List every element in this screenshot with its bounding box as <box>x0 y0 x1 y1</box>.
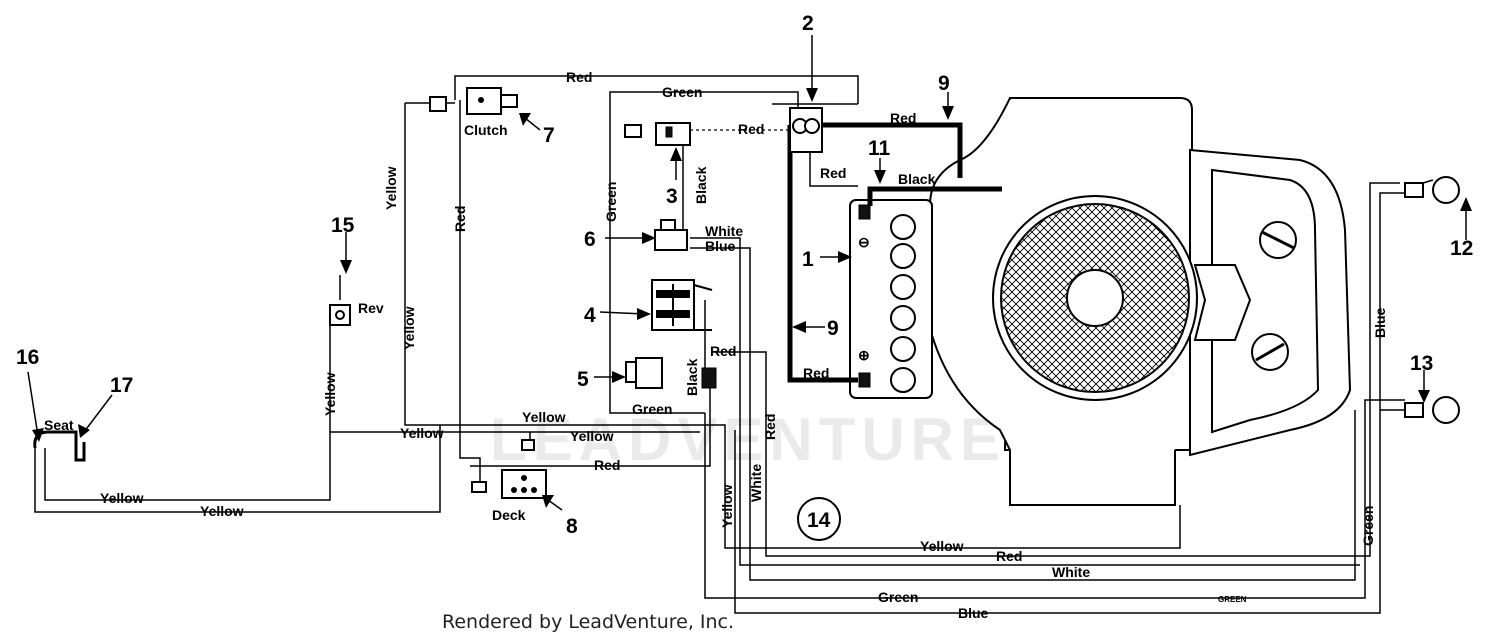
engine <box>918 97 1352 506</box>
clutch-switch <box>429 87 518 115</box>
label-yellow-vert-2: Yellow <box>401 306 417 350</box>
label-red-cable: Red <box>890 110 916 126</box>
label-red-key: Red <box>738 121 764 137</box>
seat-switch <box>33 430 86 462</box>
callout-11: 11 <box>868 137 891 160</box>
cable-red-thick <box>812 122 963 178</box>
module-4 <box>651 279 713 331</box>
headlight-12 <box>1404 176 1460 204</box>
starter-solenoid <box>772 103 858 153</box>
callout-3: 3 <box>666 185 678 208</box>
headlight-13 <box>1404 396 1460 424</box>
callout-13: 13 <box>1410 352 1433 375</box>
label-green-mid: Green <box>632 401 672 417</box>
label-white-6: White <box>705 223 743 239</box>
label-yellow-vert-3: Yellow <box>322 372 338 416</box>
label-deck: Deck <box>492 507 526 523</box>
label-red-battery: Red <box>803 365 829 381</box>
label-green-bottom: Green <box>878 589 918 605</box>
harness-wires <box>34 75 1405 614</box>
deck-switch <box>471 439 547 499</box>
callout-17: 17 <box>110 374 133 397</box>
label-red-deck: Red <box>594 457 620 473</box>
label-seat: Seat <box>44 417 74 433</box>
callout-12: 12 <box>1450 237 1473 260</box>
svg-text:⊕: ⊕ <box>858 347 870 363</box>
callout-9-top: 9 <box>938 72 950 95</box>
label-red-vert-2: Red <box>762 414 778 440</box>
label-yellow-bottom-2: Yellow <box>200 503 244 519</box>
rev-switch <box>329 275 351 326</box>
callout-1: 1 <box>802 248 814 271</box>
label-yellow-vert-4: Yellow <box>719 484 735 528</box>
label-red-vert: Red <box>452 206 468 232</box>
label-blue-vert: Blue <box>1372 307 1388 338</box>
label-yellow-bottom-1: Yellow <box>100 490 144 506</box>
callout-14: 14 <box>807 509 831 532</box>
callout-6: 6 <box>584 228 596 251</box>
label-yellow-engine: Yellow <box>920 538 964 554</box>
sensor-5 <box>625 357 717 389</box>
label-white-vert: White <box>748 464 764 502</box>
watermark-text: LEADVENTURE <box>490 406 1006 473</box>
callout-16: 16 <box>16 346 39 369</box>
label-blue-6: Blue <box>705 238 736 254</box>
callout-8: 8 <box>566 515 578 538</box>
callout-9-side: 9 <box>827 317 839 340</box>
battery: ⊖ ⊕ <box>849 199 933 399</box>
label-green-top: Green <box>662 84 702 100</box>
callout-15: 15 <box>331 214 355 237</box>
label-black-vert-2: Black <box>684 358 700 396</box>
callout-4: 4 <box>584 304 596 327</box>
label-red-solenoid: Red <box>820 165 846 181</box>
label-rev: Rev <box>358 300 384 316</box>
switch-6 <box>654 219 688 251</box>
callout-5: 5 <box>577 368 589 391</box>
label-green-vert-2: Green <box>1360 506 1376 546</box>
svg-text:⊖: ⊖ <box>858 234 870 250</box>
callout-arrows <box>27 35 1472 511</box>
ignition-key-switch <box>624 122 691 146</box>
credit-text: Rendered by LeadVenture, Inc. <box>442 611 734 633</box>
label-blue-bottom: Blue <box>958 605 989 621</box>
label-yellow-seat: Yellow <box>400 425 444 441</box>
label-red-5: Red <box>710 343 736 359</box>
callout-numbers: 1 2 3 4 5 6 7 8 9 9 11 12 13 14 15 16 17 <box>16 12 1473 538</box>
cable-black-ground <box>867 186 1002 206</box>
label-green-caps: GREEN <box>1218 595 1247 604</box>
label-yellow-vert-1: Yellow <box>383 166 399 210</box>
label-red-top: Red <box>566 69 592 85</box>
label-yellow-deck: Yellow <box>570 428 614 444</box>
cable-red-battery <box>787 125 858 383</box>
label-red-engine: Red <box>996 548 1022 564</box>
label-black-vert-1: Black <box>693 166 709 204</box>
wire-labels: Red Green Red Red Red Black White Blue R… <box>44 69 1388 621</box>
callout-2: 2 <box>802 12 814 35</box>
label-clutch: Clutch <box>464 122 508 138</box>
label-black-ground: Black <box>898 171 936 187</box>
callout-14-circle <box>797 497 841 541</box>
label-yellow-mid: Yellow <box>522 409 566 425</box>
label-green-vert: Green <box>603 182 619 222</box>
label-white-engine: White <box>1052 564 1090 580</box>
callout-7: 7 <box>543 124 555 147</box>
